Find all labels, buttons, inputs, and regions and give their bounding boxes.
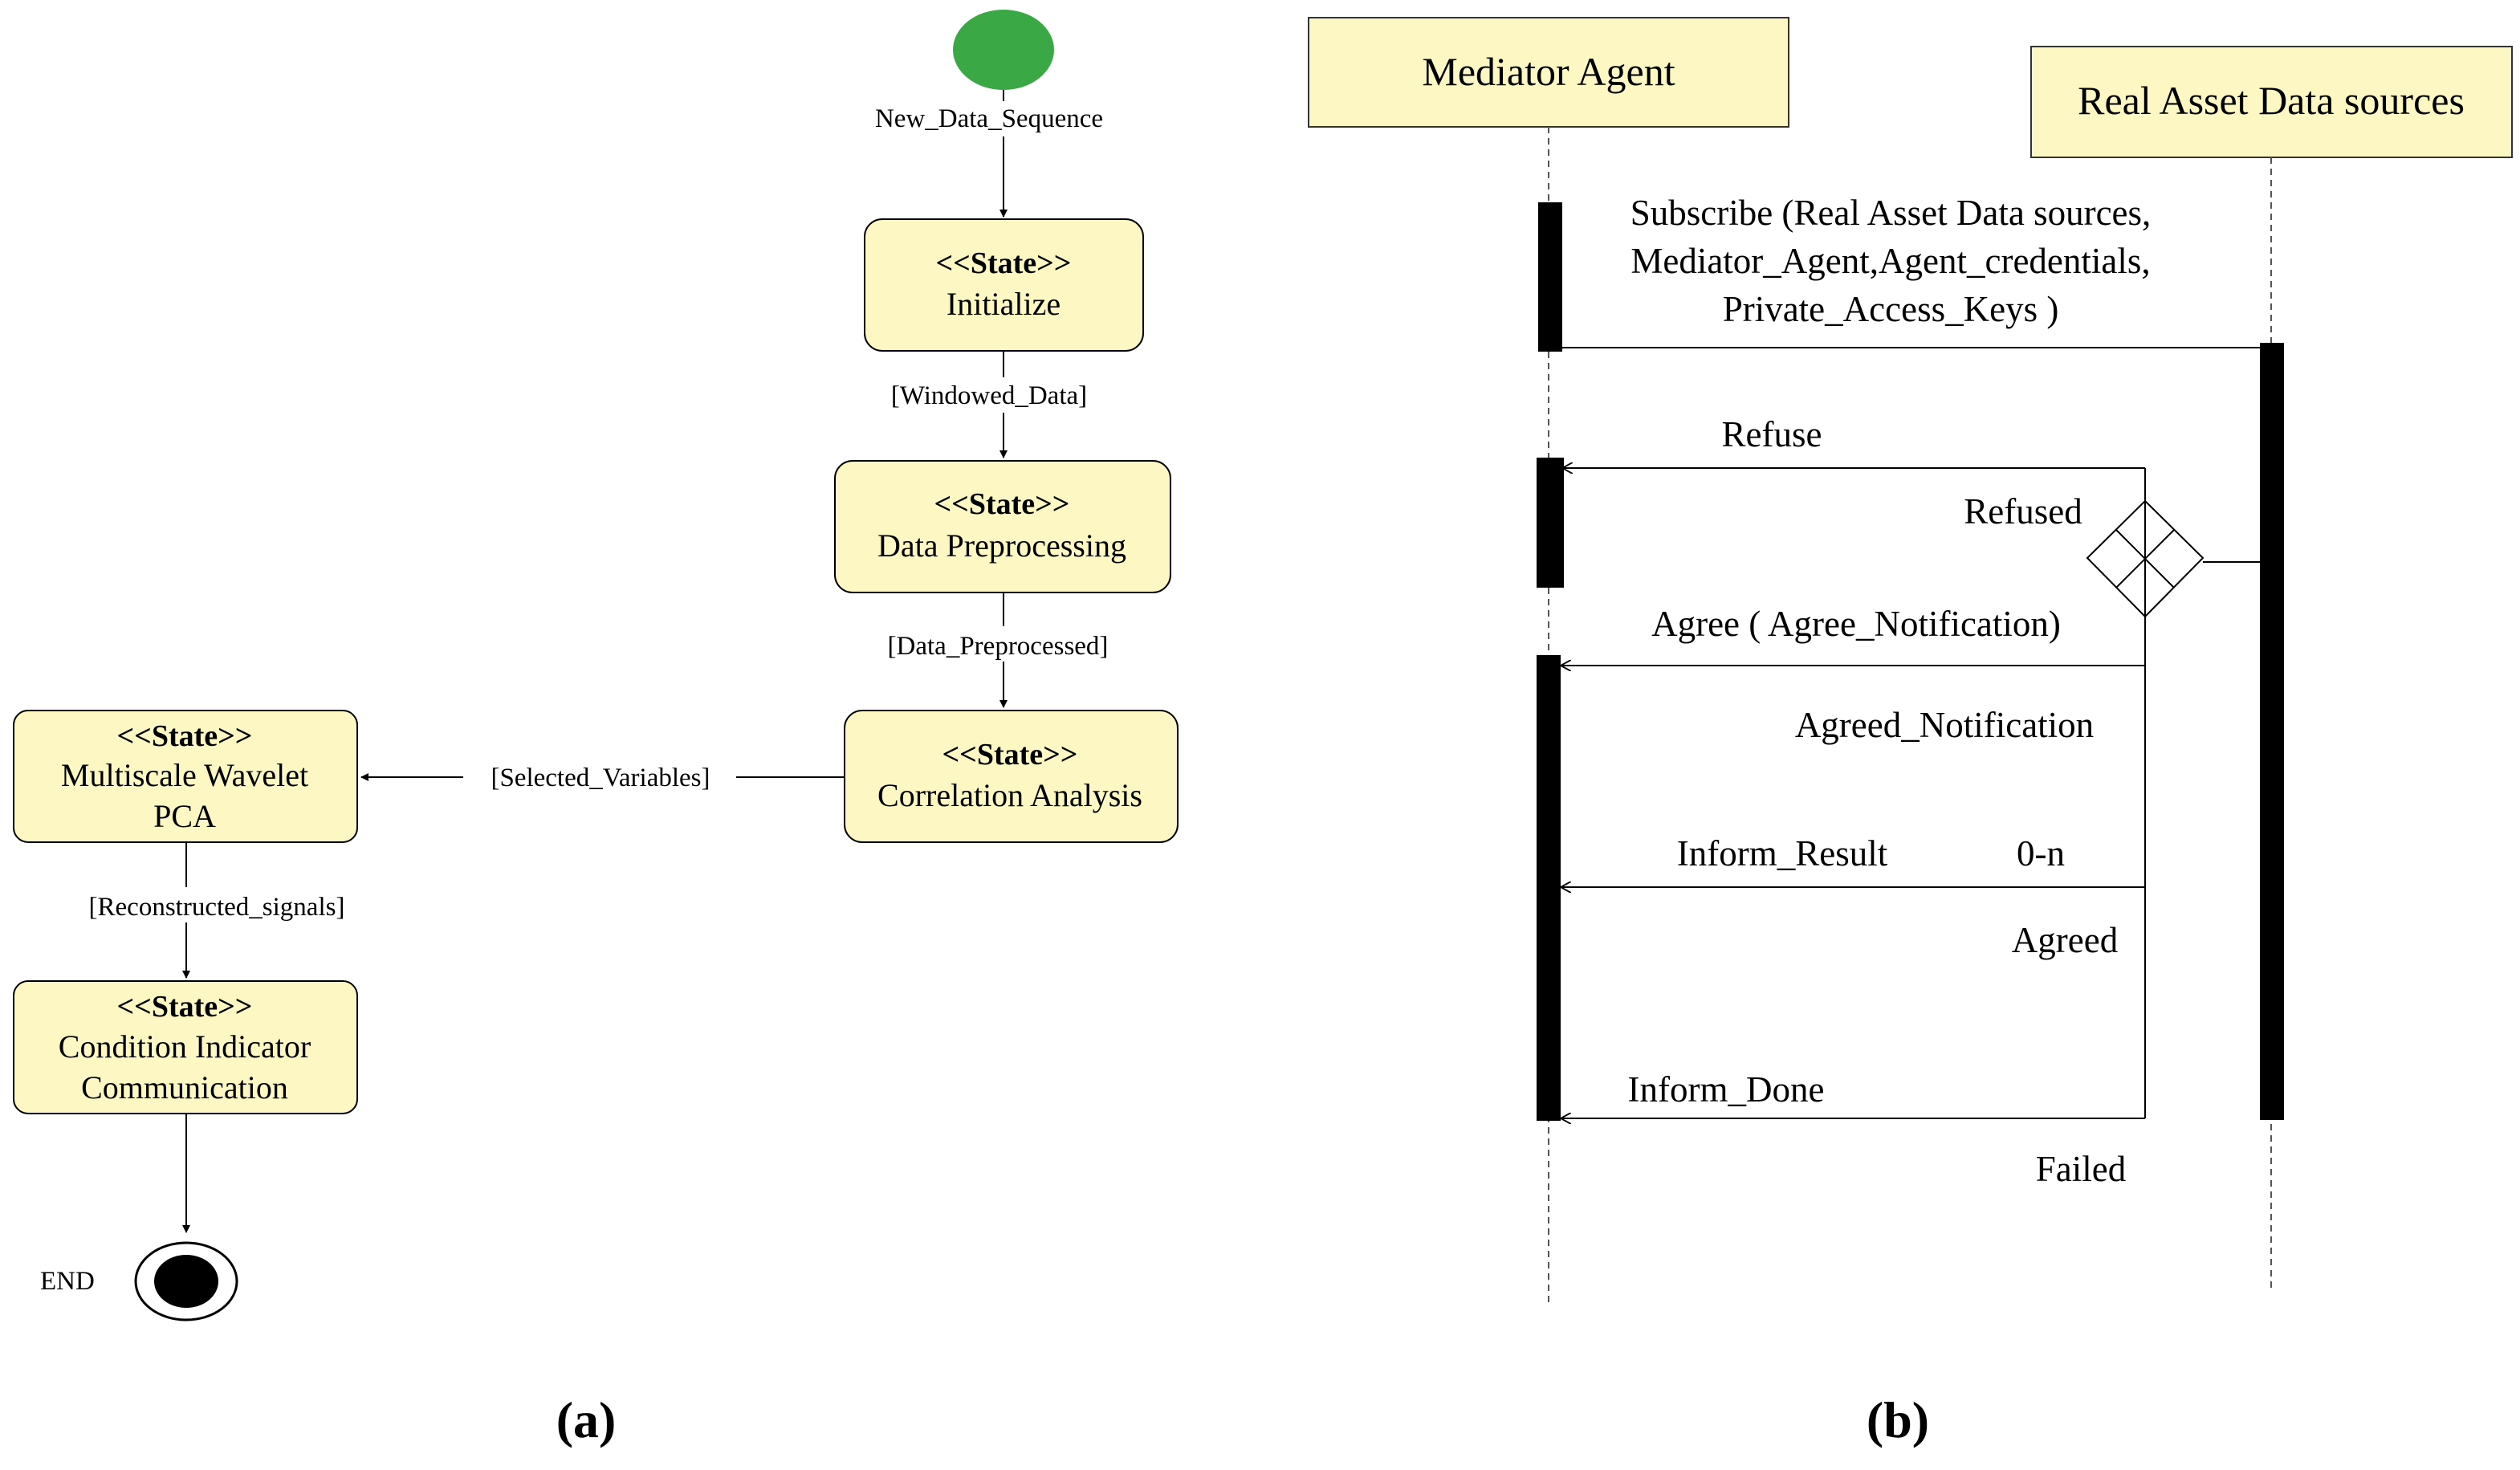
panel-b-caption: (b) [1867, 1391, 1929, 1448]
state-box [834, 460, 1171, 593]
state-correlation-analysis: <<State>> Correlation Analysis [844, 710, 1179, 843]
transition-label-bg [871, 626, 1128, 662]
state-data-preprocessing: <<State>> Data Preprocessing [834, 460, 1171, 593]
start-node [953, 10, 1054, 90]
state-stereotype: <<State>> [936, 246, 1072, 280]
lifeline-head [2030, 46, 2513, 158]
transition-label-bg [463, 757, 736, 796]
start-transition-label-bg [863, 101, 1116, 136]
agreed-guard-label: Agreed [2012, 920, 2118, 960]
state-name: Data Preprocessing [877, 527, 1126, 564]
state-name-line1: Multiscale Wavelet [61, 757, 308, 793]
end-node [134, 1241, 238, 1321]
start-transition-label: New_Data_Sequence [875, 104, 1103, 133]
subscribe-label-line3: Private_Access_Keys ) [1723, 289, 2059, 329]
transition-label-reconstructed: [Reconstructed_signals] [89, 893, 345, 922]
state-stereotype: <<State>> [117, 719, 253, 753]
activation-bar-mediator-3 [1537, 655, 1561, 1121]
subscribe-label-line2: Mediator_Agent,Agent_credentials, [1630, 241, 2150, 281]
refused-guard-label: Refused [1964, 491, 2082, 531]
activation-bar-data-sources [2260, 343, 2284, 1120]
activation-bar-mediator-2 [1537, 458, 1564, 588]
state-stereotype: <<State>> [942, 738, 1078, 772]
state-name: Initialize [947, 286, 1061, 322]
activation-bar-mediator-1 [1538, 202, 1562, 352]
inform-result-label: Inform_Result [1677, 833, 1888, 873]
state-name-line1: Condition Indicator [59, 1028, 311, 1065]
subscribe-label-line1: Subscribe (Real Asset Data sources, [1630, 193, 2152, 233]
transition-label-preprocessed: [Data_Preprocessed] [888, 632, 1109, 661]
multiplicity-label: 0-n [2017, 833, 2065, 873]
failed-guard-label: Failed [2036, 1149, 2126, 1189]
state-box [844, 710, 1179, 843]
agreed-notification-label: Agreed_Notification [1795, 705, 2094, 745]
agree-label: Agree ( Agree_Notification) [1651, 604, 2061, 644]
lifeline-title: Mediator Agent [1422, 49, 1675, 94]
state-condition-indicator-communication: <<State>> Condition Indicator Communicat… [13, 980, 358, 1114]
transition-label-bg [875, 377, 1100, 413]
end-node-core [154, 1255, 218, 1308]
state-stereotype: <<State>> [117, 990, 253, 1024]
panel-b-sequence-diagram: Mediator Agent Real Asset Data sources S… [1308, 17, 2513, 1448]
transition-label-bg [68, 887, 361, 922]
transition-label-selected: [Selected_Variables] [491, 764, 710, 792]
transition-label-windowed: [Windowed_Data] [891, 381, 1087, 410]
end-label: END [40, 1267, 95, 1296]
lifeline-head [1308, 17, 1789, 128]
state-name-line2: PCA [153, 798, 216, 834]
panel-a-state-diagram: New_Data_Sequence <<State>> Initialize [… [13, 10, 1179, 1448]
state-initialize: <<State>> Initialize [864, 218, 1144, 352]
state-name: Correlation Analysis [877, 777, 1142, 813]
lifeline-title: Real Asset Data sources [2078, 78, 2465, 123]
panel-a-caption: (a) [556, 1391, 617, 1448]
state-name-line2: Communication [81, 1069, 288, 1106]
state-stereotype: <<State>> [934, 487, 1070, 521]
inform-done-label: Inform_Done [1628, 1069, 1825, 1110]
refuse-label: Refuse [1722, 414, 1822, 454]
state-multiscale-wavelet-pca: <<State>> Multiscale Wavelet PCA [13, 710, 358, 843]
state-box [864, 218, 1144, 352]
